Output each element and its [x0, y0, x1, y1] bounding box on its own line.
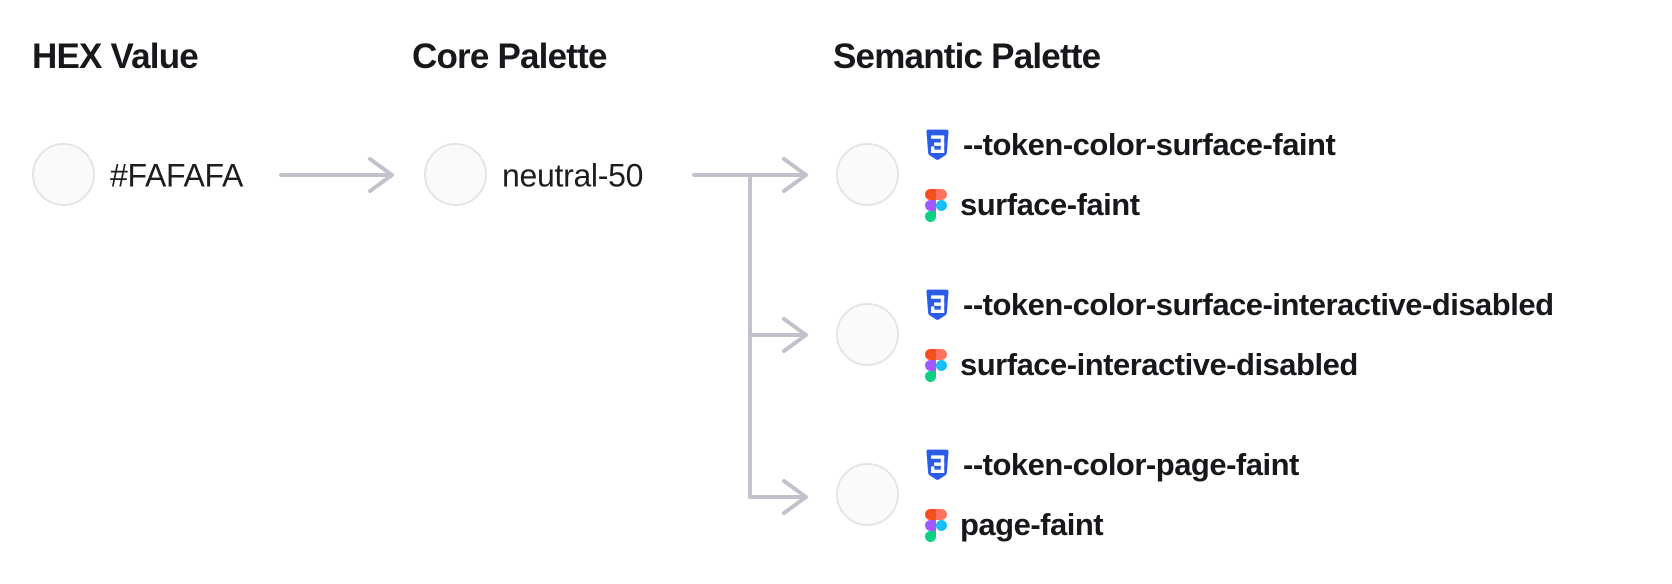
- figma-icon: [925, 348, 947, 382]
- css-token-name: --token-color-page-faint: [963, 447, 1299, 482]
- hex-value-label: #FAFAFA: [110, 157, 244, 194]
- css3-icon: [925, 449, 950, 482]
- figma-name-row: surface-faint: [925, 187, 1335, 223]
- css3-icon: [925, 289, 950, 322]
- arrow-hex-to-core: [279, 157, 394, 193]
- column-title-hex-value: HEX Value: [32, 37, 199, 76]
- css-token-name: --token-color-surface-faint: [963, 127, 1336, 162]
- figma-name-row: page-faint: [925, 507, 1299, 543]
- figma-name-row: surface-interactive-disabled: [925, 347, 1554, 383]
- figma-style-name: surface-faint: [960, 187, 1140, 222]
- css-token-row: --token-color-page-faint: [925, 447, 1299, 483]
- semantic-entry-page-faint: --token-color-page-faint page-faint: [925, 447, 1299, 543]
- css-token-name: --token-color-surface-interactive-disabl…: [963, 287, 1554, 322]
- column-title-semantic-palette: Semantic Palette: [833, 37, 1101, 76]
- swatch-semantic-surface-faint: [836, 143, 899, 206]
- figma-icon: [925, 188, 947, 222]
- swatch-semantic-page-faint: [836, 463, 899, 526]
- css-token-row: --token-color-surface-faint: [925, 127, 1336, 163]
- core-palette-label: neutral-50: [502, 157, 644, 194]
- css3-icon: [925, 129, 950, 162]
- connector-branch-2: [748, 317, 808, 353]
- semantic-entry-surface-faint: --token-color-surface-faint surface-fain…: [925, 127, 1336, 223]
- figma-style-name: surface-interactive-disabled: [960, 347, 1358, 382]
- connector-trunk-and-branch-3: [748, 173, 808, 515]
- swatch-hex-value: [32, 143, 95, 206]
- swatch-core-palette: [424, 143, 487, 206]
- swatch-semantic-surface-interactive-disabled: [836, 303, 899, 366]
- column-title-core-palette: Core Palette: [412, 37, 607, 76]
- css-token-row: --token-color-surface-interactive-disabl…: [925, 287, 1554, 323]
- semantic-entry-surface-interactive-disabled: --token-color-surface-interactive-disabl…: [925, 287, 1554, 383]
- figma-style-name: page-faint: [960, 507, 1104, 542]
- figma-icon: [925, 508, 947, 542]
